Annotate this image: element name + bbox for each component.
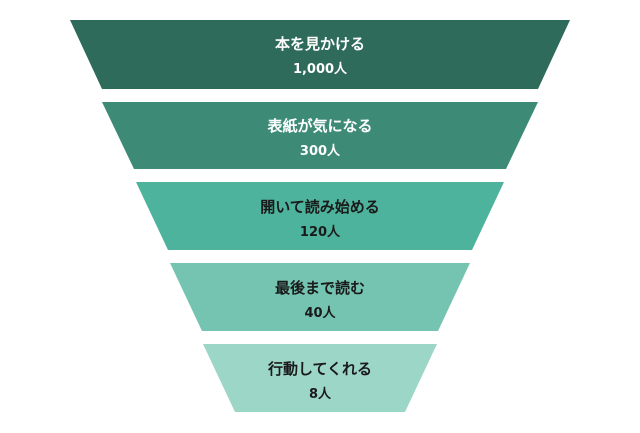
funnel-stage-2-label: 表紙が気になる bbox=[267, 117, 372, 135]
funnel-stage-1: 本を見かける 1,000人 bbox=[70, 20, 570, 89]
funnel-stage-3-label: 開いて読み始める bbox=[260, 198, 380, 216]
funnel-stage-2-shape bbox=[102, 102, 538, 169]
funnel-stage-3: 開いて読み始める 120人 bbox=[136, 182, 504, 250]
funnel-stage-3-shape bbox=[136, 182, 504, 250]
funnel-stage-5: 行動してくれる 8人 bbox=[203, 344, 437, 412]
funnel-stage-5-label: 行動してくれる bbox=[267, 360, 372, 378]
funnel-stage-2-value: 300人 bbox=[300, 143, 341, 159]
funnel-stage-1-shape bbox=[70, 20, 570, 89]
funnel-stage-4: 最後まで読む 40人 bbox=[170, 263, 470, 331]
funnel-stage-5-shape bbox=[203, 344, 437, 412]
funnel-stage-5-value: 8人 bbox=[309, 386, 332, 402]
funnel-stage-4-shape bbox=[170, 263, 470, 331]
funnel-stage-1-value: 1,000人 bbox=[293, 61, 348, 77]
funnel-stage-1-label: 本を見かける bbox=[275, 35, 365, 53]
funnel-stage-4-label: 最後まで読む bbox=[275, 279, 365, 297]
funnel-stage-4-value: 40人 bbox=[304, 305, 336, 321]
funnel-stage-2: 表紙が気になる 300人 bbox=[102, 102, 538, 169]
funnel-stage-3-value: 120人 bbox=[300, 224, 341, 240]
